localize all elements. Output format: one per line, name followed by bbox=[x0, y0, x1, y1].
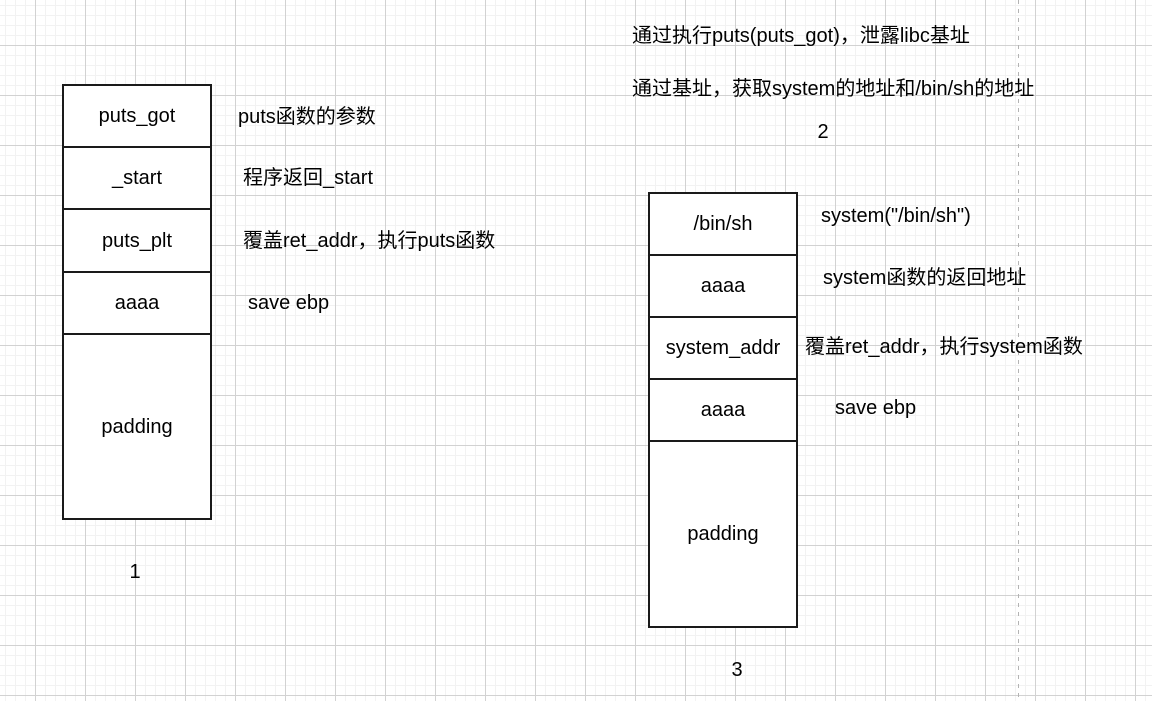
stack-cell: padding bbox=[650, 440, 796, 626]
annotation-save-ebp-2: save ebp bbox=[835, 397, 917, 419]
cell-label: _start bbox=[111, 167, 163, 189]
page-break-line bbox=[1018, 0, 1019, 701]
stack-1: puts_got _start puts_plt aaaa padding bbox=[62, 84, 212, 520]
cell-label: aaaa bbox=[700, 275, 746, 297]
cell-label: system_addr bbox=[665, 337, 781, 359]
cell-label: puts_got bbox=[98, 105, 176, 127]
annotation-puts-arg: puts函数的参数 bbox=[238, 106, 376, 128]
stack-cell: puts_got bbox=[64, 86, 210, 146]
cell-label: padding bbox=[101, 415, 173, 438]
notes-caption: 2 bbox=[817, 121, 829, 143]
stack-cell: aaaa bbox=[650, 254, 796, 316]
note-get-addresses: 通过基址，获取system的地址和/bin/sh的地址 bbox=[632, 78, 1035, 100]
note-leak-libc: 通过执行puts(puts_got)，泄露libc基址 bbox=[632, 25, 970, 47]
cell-label: /bin/sh bbox=[693, 213, 753, 235]
cell-label: aaaa bbox=[700, 399, 746, 421]
annotation-overwrite-ret-puts: 覆盖ret_addr，执行puts函数 bbox=[243, 230, 496, 252]
stack-cell: puts_plt bbox=[64, 208, 210, 271]
annotation-return-start: 程序返回_start bbox=[243, 167, 374, 189]
cell-label: aaaa bbox=[114, 292, 160, 314]
stack-3-caption: 3 bbox=[731, 659, 743, 681]
stack-3: /bin/sh aaaa system_addr aaaa padding bbox=[648, 192, 798, 628]
annotation-system-return-addr: system函数的返回地址 bbox=[823, 267, 1027, 289]
stack-cell: _start bbox=[64, 146, 210, 208]
stack-cell: aaaa bbox=[650, 378, 796, 440]
cell-label: padding bbox=[687, 523, 759, 545]
stack-cell: system_addr bbox=[650, 316, 796, 378]
annotation-system-binsh: system("/bin/sh") bbox=[821, 205, 971, 227]
stack-cell: /bin/sh bbox=[650, 194, 796, 254]
cell-label: puts_plt bbox=[101, 229, 173, 252]
annotation-overwrite-ret-system: 覆盖ret_addr，执行system函数 bbox=[805, 336, 1083, 358]
annotation-save-ebp-1: save ebp bbox=[248, 292, 330, 314]
stack-1-caption: 1 bbox=[129, 561, 141, 583]
stack-cell: aaaa bbox=[64, 271, 210, 333]
stack-cell: padding bbox=[64, 333, 210, 518]
